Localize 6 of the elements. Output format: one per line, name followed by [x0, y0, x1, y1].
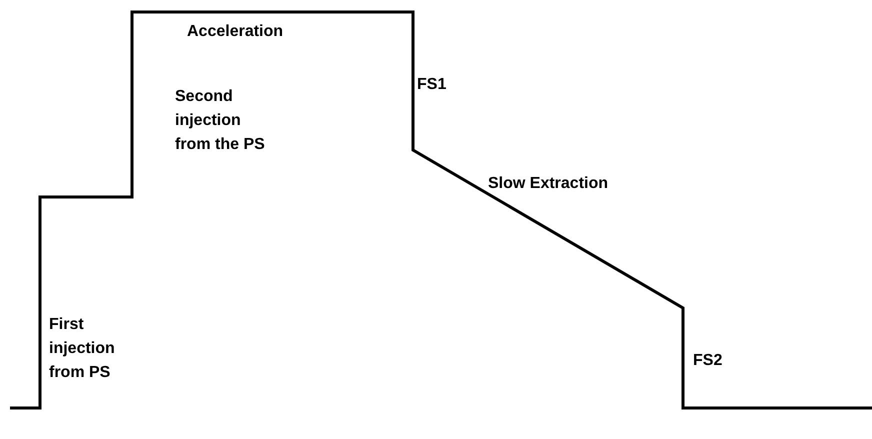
phase-label: FS1 [417, 75, 448, 95]
phase-label: First injection from PS [49, 315, 116, 383]
phase-label: Acceleration [187, 22, 284, 42]
phase-label: Second injection from the PS [175, 87, 266, 155]
phase-label: Slow Extraction [488, 174, 610, 194]
phase-label: FS2 [693, 351, 724, 371]
